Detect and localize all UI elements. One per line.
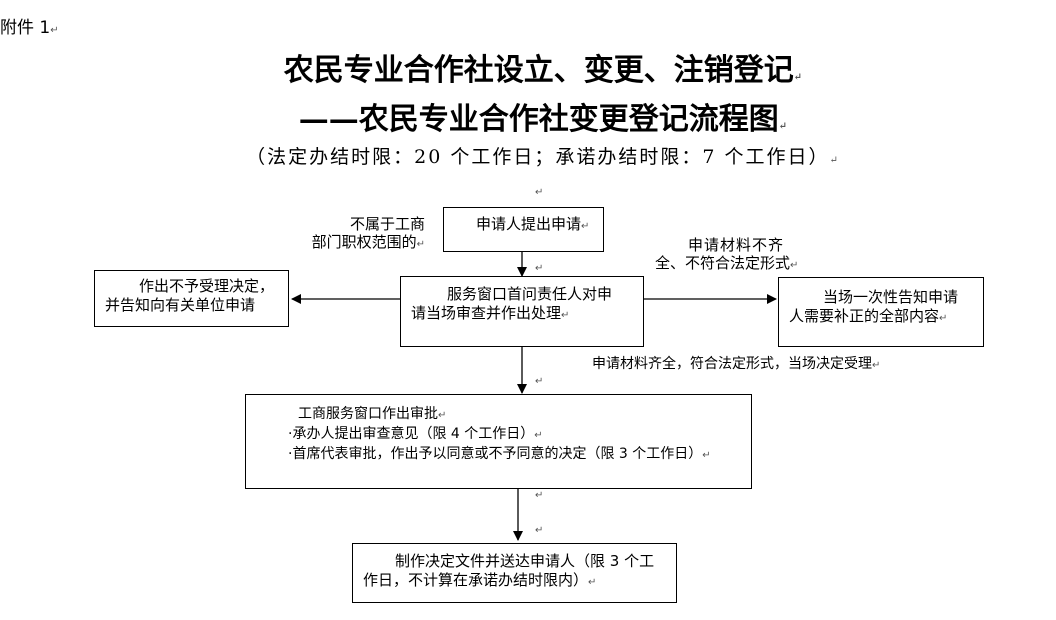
approve-item-2: ·首席代表审批，作出予以同意或不予同意的决定（限 3 个工作日） xyxy=(288,446,703,462)
deliver-line-2: 作日，不计算在承诺办结时限内） xyxy=(363,571,589,589)
node-apply: 申请人提出申请↵ xyxy=(443,207,604,252)
reject-line-1: 作出不予受理决定， xyxy=(139,277,275,295)
review-line-2: 请当场审查并作出处理 xyxy=(411,304,562,322)
node-deliver: 制作决定文件并送达申请人（限 3 个工 作日，不计算在承诺办结时限内）↵ xyxy=(352,543,677,603)
para-mark: ↵ xyxy=(535,490,544,501)
node-approve: 工商服务窗口作出审批↵ ·承办人提出审查意见（限 4 个工作日）↵ ·首席代表审… xyxy=(245,394,752,489)
node-notify: 当场一次性告知申请 人需要补正的全部内容↵ xyxy=(778,277,984,347)
node-review: 服务窗口首问责任人对申 请当场审查并作出处理↵ xyxy=(400,276,644,347)
label-incomplete: 申请材料不齐 全、不符合法定形式↵ xyxy=(655,236,799,272)
page-title: 农民专业合作社设立、变更、注销登记↵ xyxy=(283,53,803,88)
attachment-label: 附件 1↵ xyxy=(0,18,59,38)
notify-line-2: 人需要补正的全部内容 xyxy=(789,307,940,325)
review-line-1: 服务窗口首问责任人对申 xyxy=(447,285,613,303)
reject-line-2: 并告知向有关单位申请 xyxy=(105,296,256,314)
time-limits: （法定办结时限：20 个工作日；承诺办结时限：7 个工作日）↵ xyxy=(246,146,840,168)
para-mark: ↵ xyxy=(535,376,544,387)
para-mark: ↵ xyxy=(535,525,544,536)
node-reject: 作出不予受理决定， 并告知向有关单位申请 xyxy=(94,270,289,327)
approve-title: 工商服务窗口作出审批 xyxy=(298,406,438,422)
page-subtitle: ——农民专业合作社变更登记流程图↵ xyxy=(298,102,788,137)
approve-item-1: ·承办人提出审查意见（限 4 个工作日） xyxy=(288,426,535,442)
para-mark: ↵ xyxy=(535,263,544,274)
deliver-line-1: 制作决定文件并送达申请人（限 3 个工 xyxy=(395,552,655,570)
notify-line-1: 当场一次性告知申请 xyxy=(823,288,959,306)
para-mark: ↵ xyxy=(535,187,544,198)
label-out-of-scope: 不属于工商 部门职权范围的↵ xyxy=(311,215,425,251)
label-accepted: 申请材料齐全，符合法定形式，当场决定受理↵ xyxy=(592,356,881,372)
